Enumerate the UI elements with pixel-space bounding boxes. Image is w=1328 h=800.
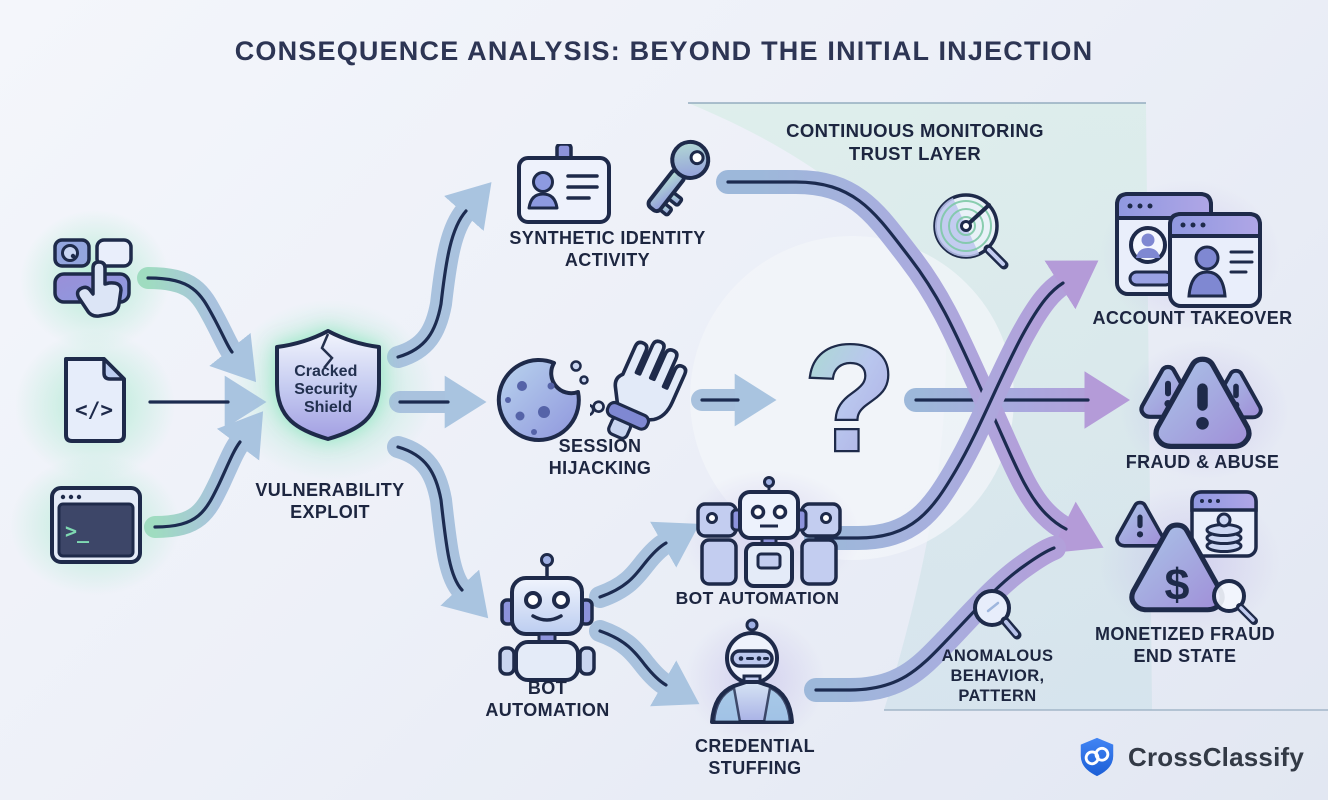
bot-automation-swarm-label: BOT AUTOMATION	[675, 588, 840, 608]
magnifier-icon	[973, 589, 1022, 640]
handcuffed-hand-icon	[590, 339, 688, 440]
terminal-prompt: >_	[65, 519, 90, 543]
key-icon	[646, 139, 711, 217]
page-title: CONSEQUENCE ANALYSIS: BEYOND THE INITIAL…	[234, 36, 1094, 66]
session-hijacking-label: SESSION HIJACKING	[548, 436, 652, 478]
warning-triangles-icon	[1139, 356, 1263, 450]
brand-logo: CrossClassify	[1076, 736, 1304, 778]
robot-swarm-icon	[696, 476, 842, 588]
cookie-icon	[496, 358, 589, 442]
account-takeover-label: ACCOUNT TAKEOVER	[1092, 308, 1293, 328]
radar-scan-icon	[933, 193, 1009, 270]
synthetic-identity-label: SYNTHETIC IDENTITY ACTIVITY	[509, 228, 706, 270]
svg-text:Cracked Security: Cracked Security Shield	[294, 363, 362, 416]
brand-name: CrossClassify	[1128, 741, 1305, 772]
anomalous-behavior-label: ANOMALOUS BEHAVIOR, PATTERN	[941, 647, 1054, 706]
unknown-outcome-icon: ?	[802, 318, 898, 484]
code-glyph: </>	[75, 398, 113, 422]
dollar-glyph: $	[1165, 559, 1190, 610]
terminal-icon: >_	[50, 486, 142, 564]
credential-stuffing-label: CREDENTIAL STUFFING	[695, 736, 815, 778]
robot-icon	[498, 553, 596, 682]
id-card-icon	[517, 144, 611, 224]
trust-layer-title: CONTINUOUS MONITORING TRUST LAYER	[786, 120, 1044, 164]
cracked-shield-icon: Cracked Security Shield	[275, 329, 381, 441]
bot-automation-label: BOT AUTOMATION	[485, 678, 610, 720]
code-file-icon: </>	[64, 357, 126, 443]
account-windows-icon	[1115, 192, 1262, 308]
credential-robot-icon	[710, 618, 794, 724]
form-click-icon	[53, 238, 133, 318]
question-mark-glyph: ?	[804, 318, 896, 482]
crossclassify-shield-icon	[1080, 737, 1114, 777]
fraud-abuse-label: FRAUD & ABUSE	[1125, 452, 1280, 472]
monetized-fraud-label: MONETIZED FRAUD END STATE	[1095, 624, 1275, 666]
dollar-warning-icon: $	[1115, 490, 1258, 625]
